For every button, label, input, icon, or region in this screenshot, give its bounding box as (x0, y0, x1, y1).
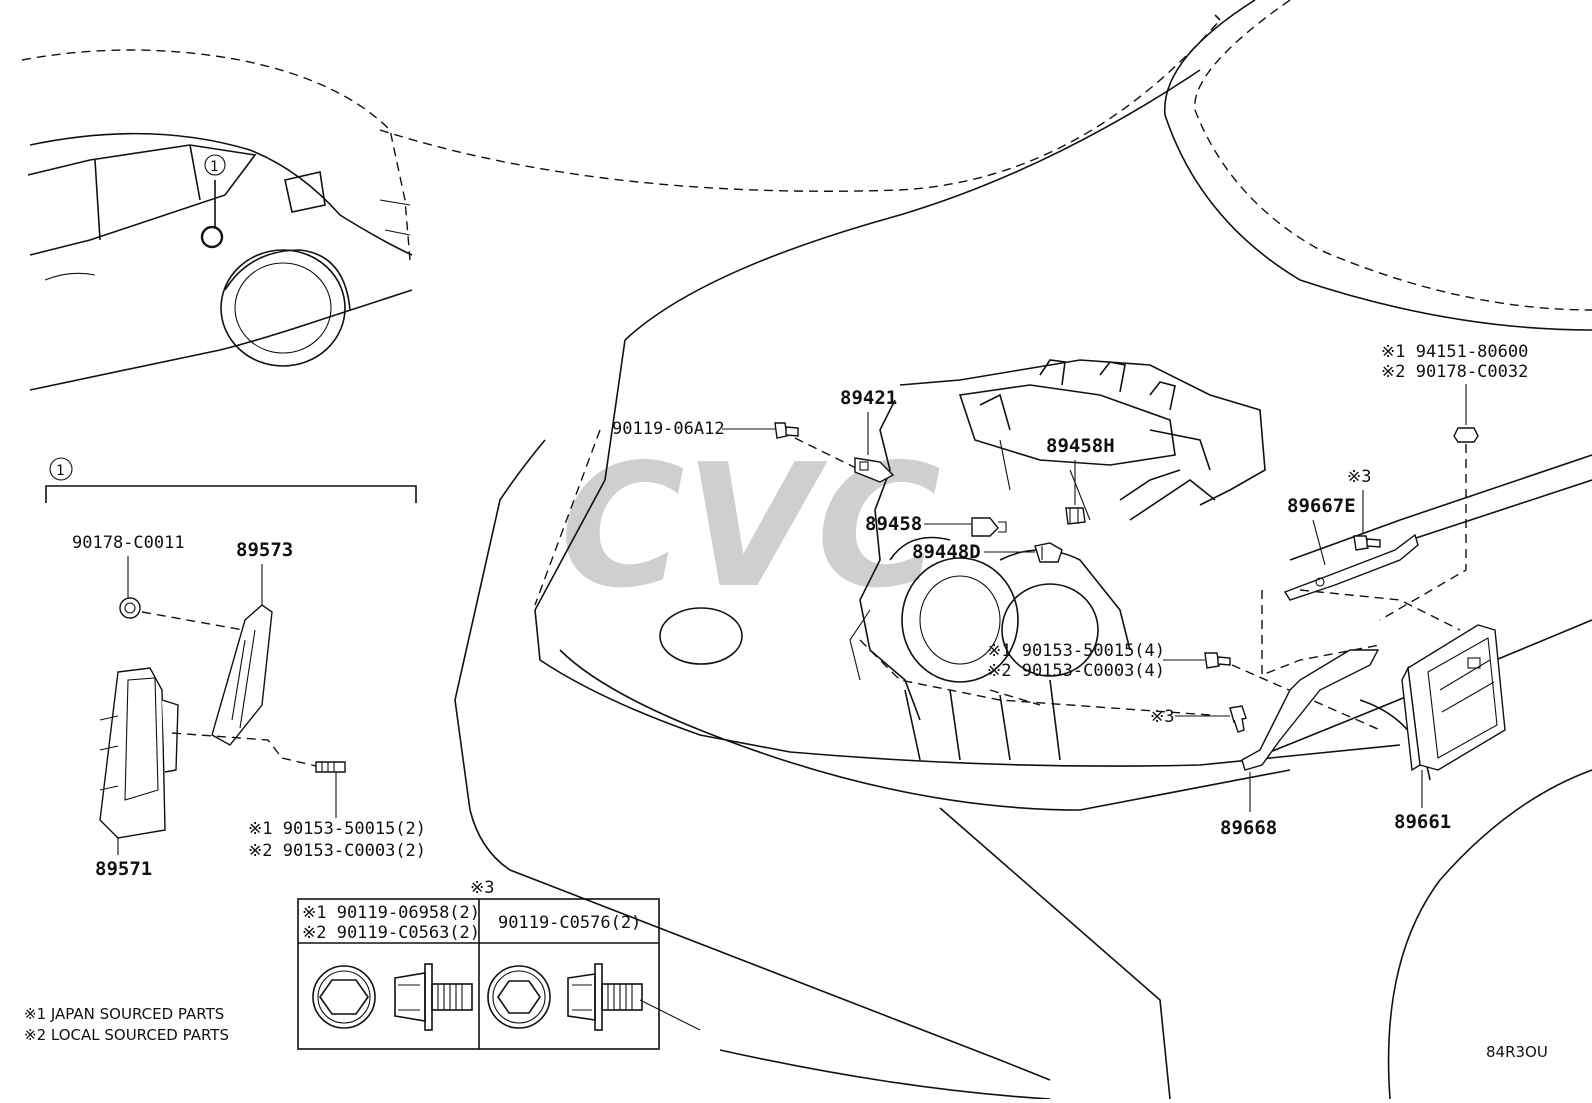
bolt-table-col1-row1: ※1 90119-06958(2) (302, 903, 480, 923)
label-screw-local: ※2 90153-C0003(2) (248, 841, 426, 861)
label-bolt-90119-06A12: 90119-06A12 (612, 419, 725, 439)
callout-marker-car: 1 (210, 159, 218, 175)
screw-middle-icon (1204, 652, 1231, 669)
label-sensor-89458: 89458 (865, 513, 922, 535)
bolt-ref3-mid-icon (1229, 705, 1247, 733)
label-bracket-89668: 89668 (1220, 817, 1277, 839)
label-ref3-mid: ※3 (1150, 707, 1174, 727)
flange-bolt-2-head-icon (487, 965, 551, 1029)
bolt-table-col2: 90119-C0576(2) (498, 913, 641, 933)
label-module-89571: 89571 (95, 858, 152, 880)
bolt-ref3-top-icon (1353, 535, 1381, 551)
detail-marker: 1 (56, 463, 64, 479)
bolt-table-col1-row2: ※2 90119-C0563(2) (302, 923, 480, 943)
ecu-89661-icon (1401, 624, 1506, 772)
sensor-89421-icon (854, 457, 895, 483)
label-ref3-top: ※3 (1347, 467, 1371, 487)
label-screw-local-4: ※2 90153-C0003(4) (987, 661, 1165, 681)
note-local-sourced: ※2 LOCAL SOURCED PARTS (24, 1026, 229, 1044)
nut-icon (119, 597, 141, 619)
label-nut-90178-C0011: 90178-C0011 (72, 533, 185, 553)
screw-icon (315, 761, 346, 773)
bolt-icon (774, 422, 799, 439)
flange-bolt-1-head-icon (312, 965, 376, 1029)
detail-section: 1 90178-C0011 89573 89571 ※1 9 (45, 457, 426, 880)
diagram-code: 84R3OU (1486, 1043, 1548, 1061)
label-sensor-89458H: 89458H (1046, 435, 1115, 457)
sensor-89458-icon (971, 517, 1007, 537)
nut-top-right-icon (1453, 427, 1479, 443)
bracket-89668-icon (1241, 649, 1380, 771)
label-bracket-89667E: 89667E (1287, 495, 1356, 517)
callout-circle-car (204, 154, 226, 176)
bracket-89573-icon (211, 604, 273, 746)
car-side-view: 1 (21, 49, 413, 391)
sensor-89458H-icon (1065, 507, 1086, 525)
bracket-89667E-icon (1283, 533, 1419, 601)
flange-bolt-1-side-icon (394, 963, 473, 1031)
front-car-outline (379, 0, 1592, 1100)
module-89571-icon (99, 667, 179, 839)
label-bracket-89573: 89573 (236, 539, 293, 561)
flange-bolt-2-side-icon (567, 963, 643, 1031)
bolt-table-ref: ※3 (470, 878, 494, 898)
label-screw-japan-4: ※1 90153-50015(4) (987, 641, 1165, 661)
label-sensor-89448D: 89448D (912, 541, 981, 563)
sensor-89448D-icon (1034, 542, 1063, 563)
note-japan-sourced: ※1 JAPAN SOURCED PARTS (24, 1005, 224, 1023)
label-sensor-89421: 89421 (840, 387, 897, 409)
label-screw-japan: ※1 90153-50015(2) (248, 819, 426, 839)
label-nut-local: ※2 90178-C0032 (1381, 362, 1528, 382)
label-nut-japan: ※1 94151-80600 (1381, 342, 1528, 362)
engine-parts: 90119-06A12 89421 89458H 89458 89448D (612, 342, 1528, 839)
detail-marker-circle (49, 457, 73, 481)
bolt-table: ※3 ※1 90119-06958(2) ※2 90119-C0563(2) 9… (297, 878, 660, 1050)
label-ecu-89661: 89661 (1394, 811, 1451, 833)
engine-block (849, 359, 1266, 761)
